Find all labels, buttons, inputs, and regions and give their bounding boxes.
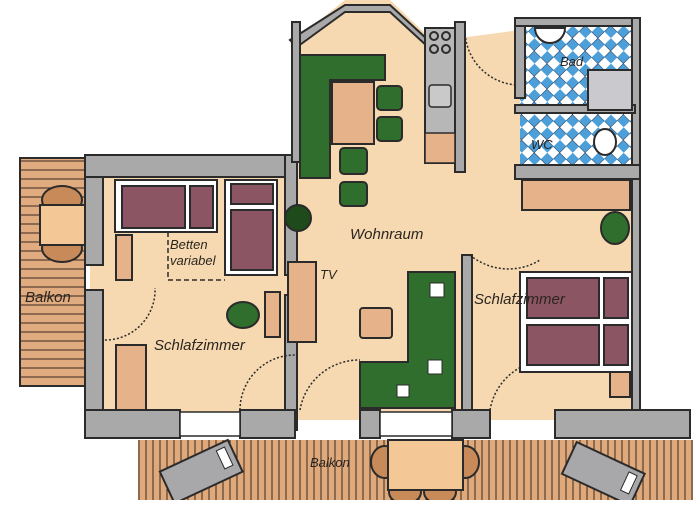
room-label-bad: Bad — [560, 54, 584, 69]
annotation-betten: Betten — [170, 237, 208, 252]
balcony-bottom — [138, 438, 693, 505]
windows — [179, 411, 453, 437]
room-label-schlafzimmer-left: Schlafzimmer — [154, 337, 245, 354]
balcony-left — [19, 157, 86, 387]
door-swings — [102, 29, 551, 411]
kitchen — [424, 27, 456, 164]
room-label-schlafzimmer-right: Schlafzimmer — [474, 291, 565, 308]
room-label-balkon-left: Balkon — [25, 289, 71, 306]
room-label-wohnraum: Wohnraum — [350, 226, 424, 243]
room-label-wc: WC — [531, 137, 553, 152]
living-room-furniture — [284, 204, 456, 409]
annotation-tv: TV — [320, 267, 337, 282]
right-bedroom-furniture — [519, 179, 633, 398]
walls — [84, 4, 691, 439]
bathroom-fixtures — [533, 27, 633, 156]
left-bedroom-furniture — [114, 179, 281, 411]
annotation-variabel: variabel — [170, 253, 216, 268]
dining-area — [299, 54, 403, 207]
variable-beds-dashed-outline — [167, 232, 225, 281]
room-label-balkon-bottom: Balkon — [310, 455, 350, 470]
